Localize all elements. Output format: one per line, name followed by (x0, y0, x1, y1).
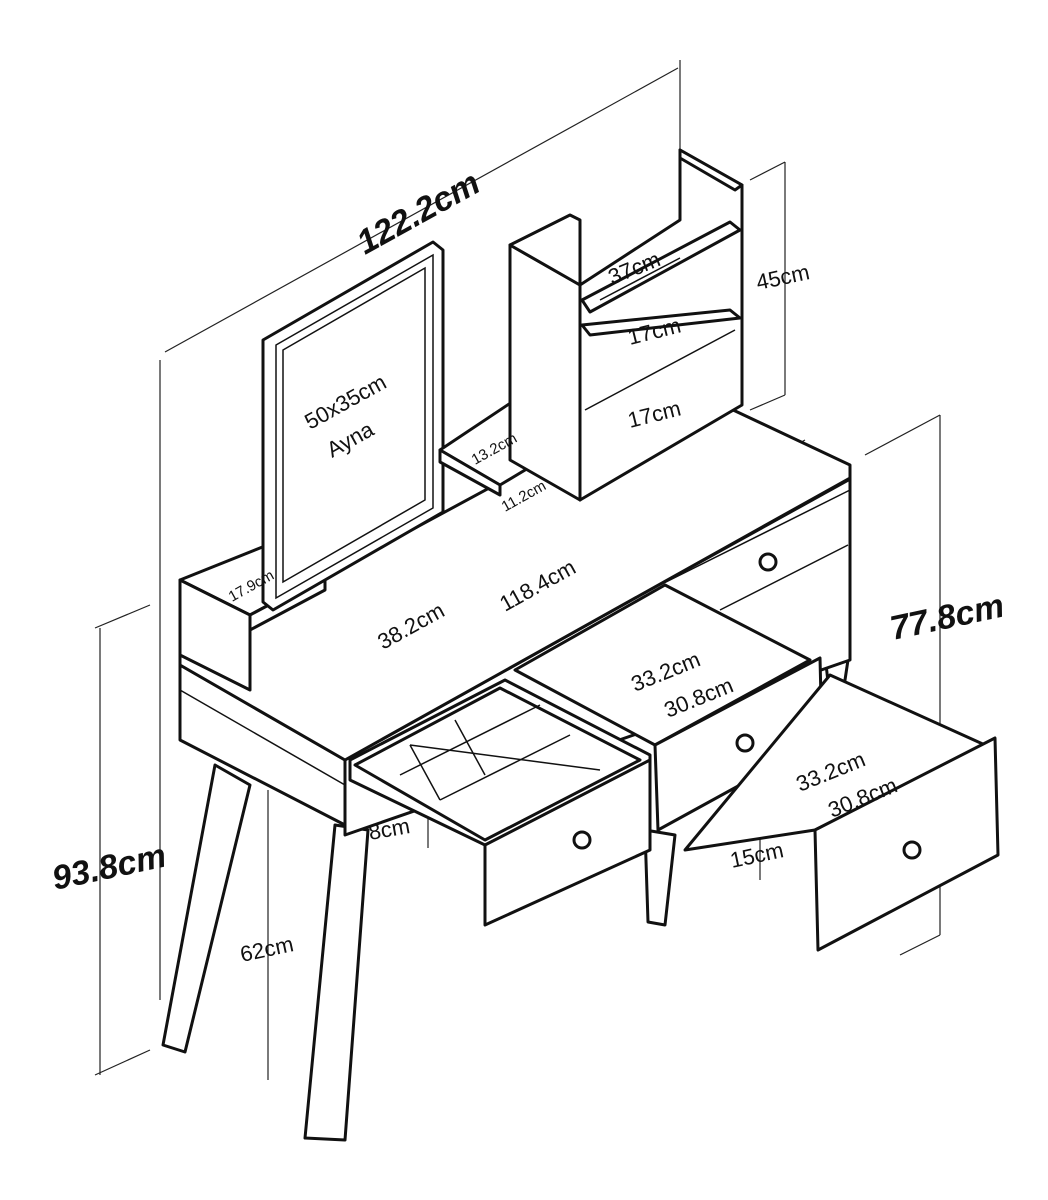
label-leg-height: 62cm (238, 931, 296, 967)
label-total-height: 93.8cm (49, 837, 170, 898)
label-total-width: 122.2cm (350, 164, 486, 262)
drawer-left (348, 678, 652, 927)
mirror (261, 240, 445, 612)
label-shelf-height: 45cm (754, 259, 812, 295)
shelf-unit (508, 148, 744, 502)
drawer-right (683, 673, 1000, 952)
label-table-height: 77.8cm (887, 587, 1008, 648)
